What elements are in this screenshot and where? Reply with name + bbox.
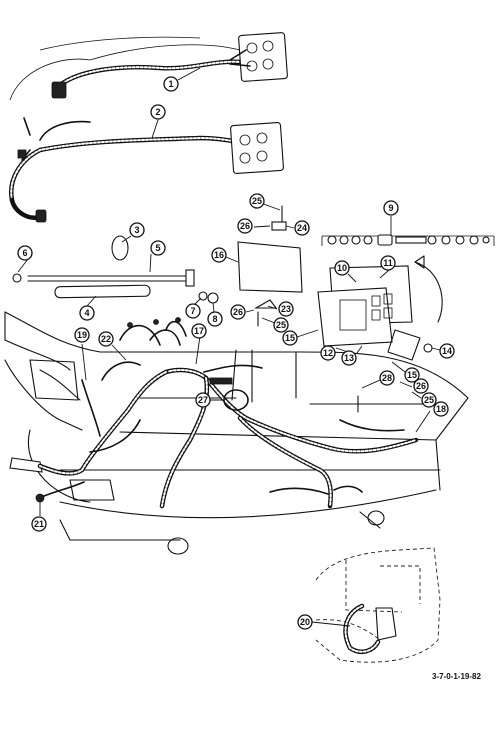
- svg-text:12: 12: [323, 348, 333, 358]
- svg-text:4: 4: [84, 308, 89, 318]
- svg-text:19: 19: [77, 330, 87, 340]
- callout-10: 10: [334, 260, 350, 276]
- callout-2: 2: [150, 104, 166, 120]
- svg-text:28: 28: [382, 373, 392, 383]
- svg-text:26: 26: [240, 221, 250, 231]
- callout-14: 14: [439, 343, 455, 359]
- svg-text:16: 16: [214, 250, 224, 260]
- svg-text:14: 14: [442, 346, 452, 356]
- callout-6: 6: [17, 245, 33, 261]
- svg-text:25: 25: [252, 196, 262, 206]
- callout-8: 8: [207, 311, 223, 327]
- fuse-box-assembly: [317, 255, 443, 361]
- tail-light-harness-lower: [9, 117, 284, 223]
- callout-24: 24: [294, 220, 310, 236]
- leader-lines: [17, 67, 441, 627]
- svg-text:25: 25: [276, 320, 286, 330]
- svg-text:15: 15: [285, 333, 295, 343]
- main-harness-17: [35, 317, 419, 509]
- svg-text:15: 15: [407, 370, 417, 380]
- sleeve-4: [54, 284, 151, 299]
- svg-text:10: 10: [337, 263, 347, 273]
- svg-text:24: 24: [297, 223, 307, 233]
- car-body-outline: [4, 311, 469, 555]
- callout-25-mid: 25: [273, 317, 289, 333]
- svg-text:26: 26: [416, 381, 426, 391]
- callout-26-mid: 26: [230, 304, 246, 320]
- callout-26-top: 26: [237, 218, 253, 234]
- svg-text:9: 9: [388, 203, 393, 213]
- svg-text:22: 22: [101, 334, 111, 344]
- svg-text:27: 27: [198, 395, 208, 405]
- washer-8: [207, 292, 219, 304]
- callout-26-right: 26: [413, 378, 429, 394]
- svg-text:2: 2: [155, 107, 160, 117]
- callout-17: 17: [191, 323, 207, 339]
- svg-text:7: 7: [190, 306, 195, 316]
- svg-text:11: 11: [383, 258, 393, 268]
- svg-text:13: 13: [344, 353, 354, 363]
- callout-12: 12: [320, 345, 336, 361]
- connector-strip-9: [321, 234, 495, 246]
- callout-5: 5: [150, 240, 166, 256]
- svg-text:3: 3: [134, 225, 139, 235]
- callout-9: 9: [383, 200, 399, 216]
- callout-27: 27: [195, 392, 211, 408]
- tail-light-harness-upper: [9, 32, 288, 101]
- callout-4: 4: [79, 305, 95, 321]
- svg-text:18: 18: [436, 404, 446, 414]
- callout-20: 20: [297, 614, 313, 630]
- figure-reference-code: 3-7-0-1-19-82: [432, 672, 481, 681]
- svg-text:25: 25: [424, 395, 434, 405]
- callout-22: 22: [98, 331, 114, 347]
- detail-inset-20: [315, 547, 441, 663]
- svg-text:26: 26: [233, 307, 243, 317]
- callout-7: 7: [185, 303, 201, 319]
- grommet-6: [12, 273, 22, 283]
- callout-19: 19: [74, 327, 90, 343]
- callout-11: 11: [380, 255, 396, 271]
- callout-1: 1: [163, 76, 179, 92]
- fuse-hardware: [253, 205, 433, 413]
- svg-text:5: 5: [155, 243, 160, 253]
- svg-text:1: 1: [168, 79, 173, 89]
- callout-13: 13: [341, 350, 357, 366]
- svg-text:8: 8: [212, 314, 217, 324]
- svg-text:6: 6: [22, 248, 27, 258]
- callout-21: 21: [31, 516, 47, 532]
- callout-15-left: 15: [282, 330, 298, 346]
- callout-16: 16: [211, 247, 227, 263]
- small-parts-group: [12, 235, 219, 304]
- callout-15-right: 15: [404, 367, 420, 383]
- svg-text:23: 23: [281, 304, 291, 314]
- callout-3: 3: [129, 222, 145, 238]
- callout-18: 18: [433, 401, 449, 417]
- ground-terminal-21: [35, 493, 45, 503]
- callout-bubbles: 1 2 3 4 5 6 7 8 9 10 11 12 13 14 15 15 1…: [17, 76, 455, 630]
- svg-text:20: 20: [300, 617, 310, 627]
- callout-28: 28: [379, 370, 395, 386]
- callout-25-right: 25: [421, 392, 437, 408]
- cover-plate-16: [237, 241, 303, 293]
- callout-25-top: 25: [249, 193, 265, 209]
- svg-text:21: 21: [34, 519, 44, 529]
- svg-text:17: 17: [194, 326, 204, 336]
- wire-clip-3: [111, 235, 129, 261]
- callout-23: 23: [278, 301, 294, 317]
